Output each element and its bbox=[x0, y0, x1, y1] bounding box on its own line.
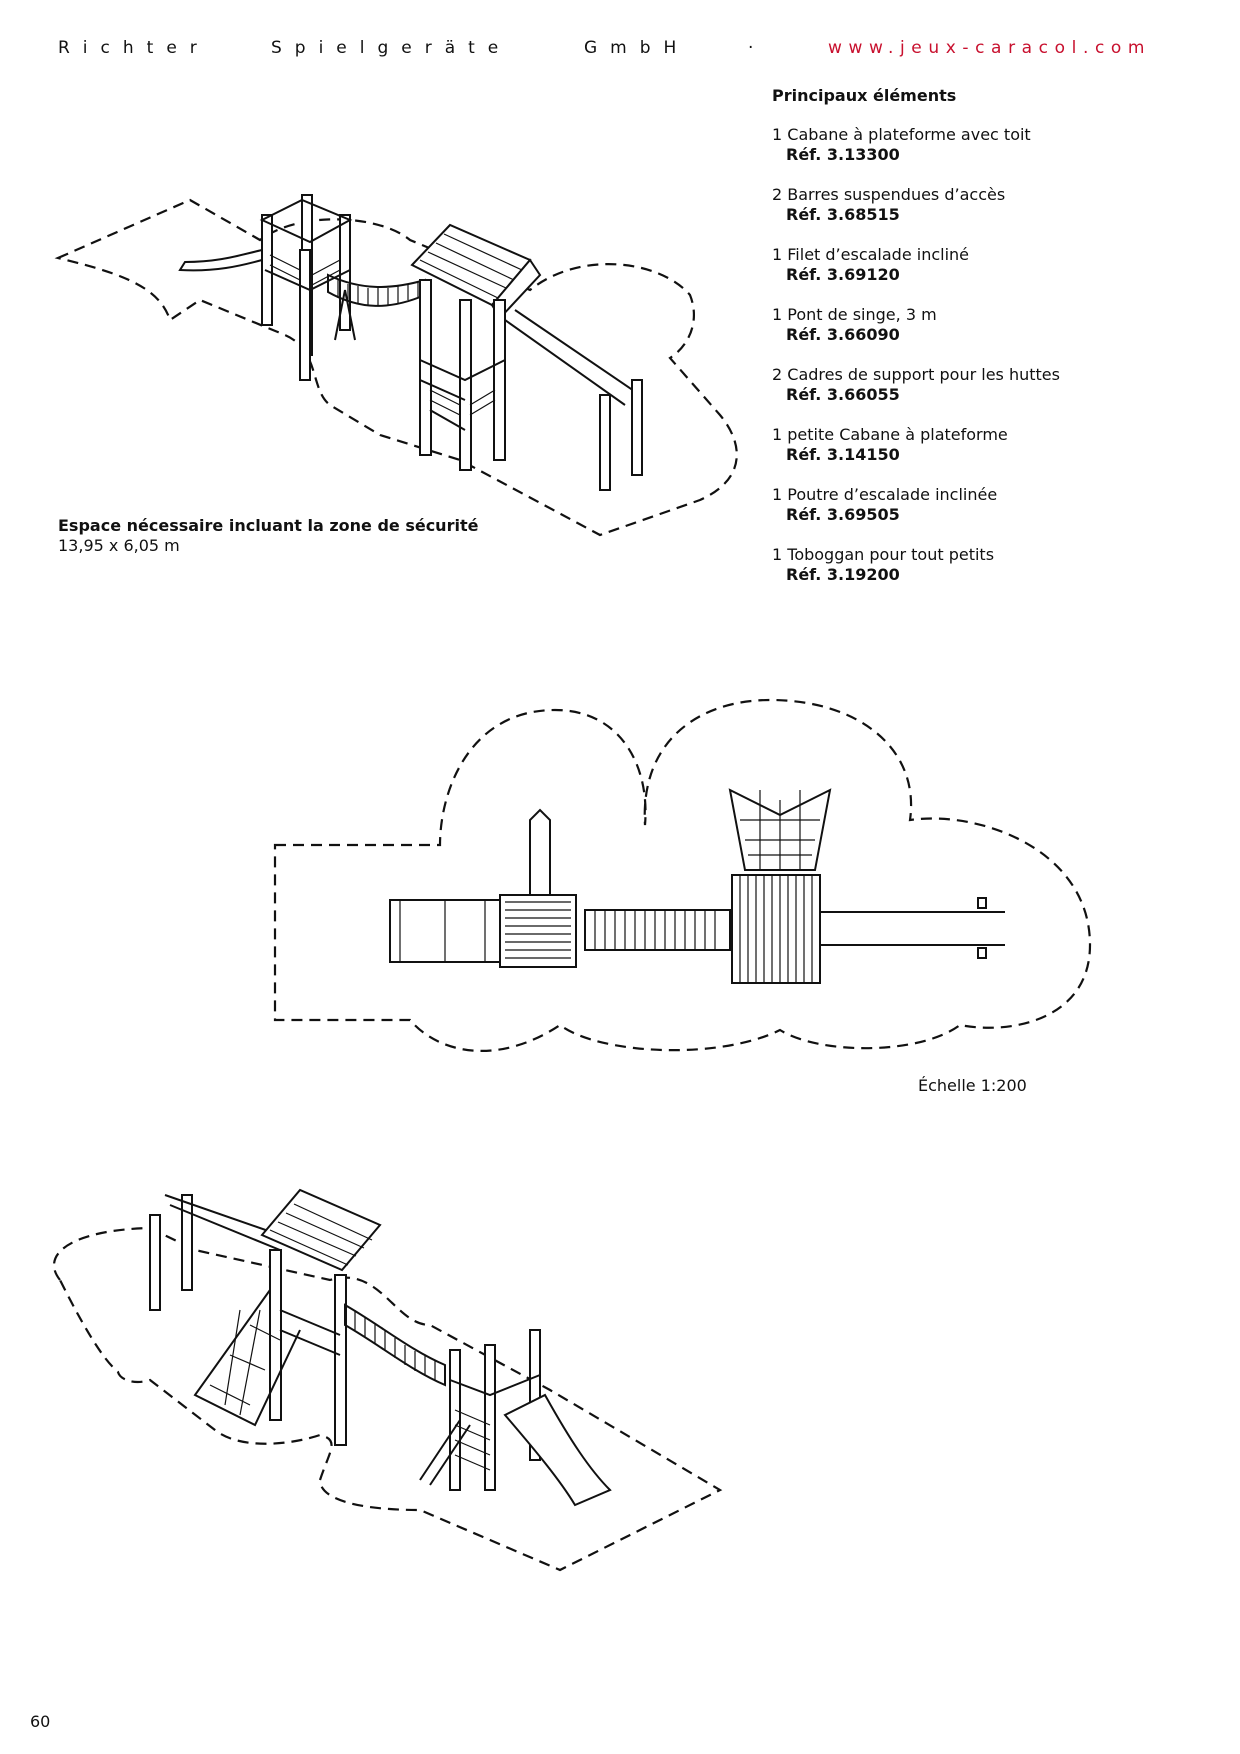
plan-climbing-net bbox=[728, 788, 832, 871]
rear-climbing-beam bbox=[419, 1419, 471, 1486]
header-company-word-3: GmbH bbox=[584, 38, 690, 58]
plan-monkey-bridge bbox=[584, 909, 731, 951]
safety-zone-outline-plan bbox=[273, 698, 1092, 1052]
plan-view bbox=[273, 698, 1092, 1052]
plan-slide bbox=[389, 899, 501, 963]
roofed-platform-tower bbox=[410, 223, 542, 471]
element-name: 1 Cabane à plateforme avec toit bbox=[772, 125, 1031, 144]
rear-toddler-slide bbox=[503, 1393, 612, 1507]
header-company-word-1: Richter bbox=[58, 38, 210, 58]
element-item: 2 Cadres de support pour les huttes Réf.… bbox=[772, 365, 1212, 405]
plan-climbing-beam bbox=[529, 808, 551, 896]
element-name: 1 Poutre d’escalade inclinée bbox=[772, 485, 998, 504]
header-website-link[interactable]: www.jeux-caracol.com bbox=[828, 38, 1152, 58]
rear-hanging-bars bbox=[149, 1194, 281, 1311]
element-name: 1 petite Cabane à plateforme bbox=[772, 425, 1008, 444]
plan-roofed-platform bbox=[731, 874, 821, 984]
plan-hanging-bars bbox=[820, 897, 1005, 959]
element-reference: Réf. 3.13300 bbox=[786, 145, 900, 164]
element-name: 1 Filet d’escalade incliné bbox=[772, 245, 970, 264]
rear-roofed-platform bbox=[260, 1188, 382, 1446]
element-name: 2 Barres suspendues d’accès bbox=[772, 185, 1006, 204]
element-reference: Réf. 3.19200 bbox=[786, 565, 900, 584]
elements-title: Principaux éléments bbox=[772, 86, 957, 105]
element-name: 1 Pont de singe, 3 m bbox=[772, 305, 937, 324]
isometric-view-front bbox=[54, 194, 738, 537]
element-item: 1 Cabane à plateforme avec toit Réf. 3.1… bbox=[772, 125, 1212, 165]
header-separator: · bbox=[748, 38, 767, 58]
main-elements-list: Principaux éléments 1 Cabane à plateform… bbox=[772, 86, 1212, 605]
space-requirement-title: Espace nécessaire incluant la zone de sé… bbox=[58, 516, 479, 535]
element-item: 1 Toboggan pour tout petits Réf. 3.19200 bbox=[772, 545, 1212, 585]
element-name: 2 Cadres de support pour les huttes bbox=[772, 365, 1060, 384]
element-item: 1 Pont de singe, 3 m Réf. 3.66090 bbox=[772, 305, 1212, 345]
inclined-climbing-beams bbox=[504, 309, 643, 491]
element-reference: Réf. 3.66090 bbox=[786, 325, 900, 344]
safety-zone-outline bbox=[54, 198, 738, 537]
plan-small-platform bbox=[499, 894, 577, 968]
page-header: Richter Spielgeräte GmbH · www.jeux-cara… bbox=[58, 38, 1144, 62]
element-item: 1 petite Cabane à plateforme Réf. 3.1415… bbox=[772, 425, 1212, 465]
safety-zone-outline-rear bbox=[53, 1226, 723, 1572]
space-requirement: Espace nécessaire incluant la zone de sé… bbox=[58, 516, 478, 556]
element-item: 1 Poutre d’escalade inclinée Réf. 3.6950… bbox=[772, 485, 1212, 525]
element-reference: Réf. 3.68515 bbox=[786, 205, 900, 224]
isometric-view-rear bbox=[53, 1188, 723, 1572]
element-reference: Réf. 3.69120 bbox=[786, 265, 900, 284]
space-requirement-dimensions: 13,95 x 6,05 m bbox=[58, 536, 180, 555]
scale-label: Échelle 1:200 bbox=[918, 1076, 1027, 1095]
element-item: 1 Filet d’escalade incliné Réf. 3.69120 bbox=[772, 245, 1212, 285]
element-reference: Réf. 3.69505 bbox=[786, 505, 900, 524]
element-name: 1 Toboggan pour tout petits bbox=[772, 545, 995, 564]
header-company-word-2: Spielgeräte bbox=[271, 38, 512, 58]
small-platform-tower bbox=[259, 194, 353, 381]
element-reference: Réf. 3.66055 bbox=[786, 385, 900, 404]
element-reference: Réf. 3.14150 bbox=[786, 445, 900, 464]
page-number: 60 bbox=[30, 1712, 51, 1731]
element-item: 2 Barres suspendues d’accès Réf. 3.68515 bbox=[772, 185, 1212, 225]
rear-climbing-net bbox=[193, 1289, 301, 1427]
rear-monkey-bridge bbox=[344, 1303, 446, 1387]
toddler-slide bbox=[178, 249, 263, 272]
